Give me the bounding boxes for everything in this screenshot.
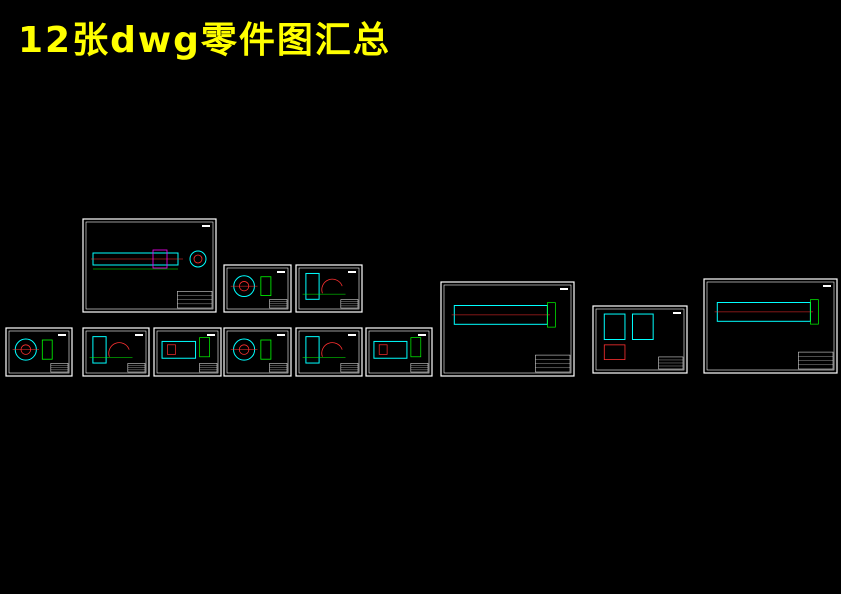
long-shaft-sketch <box>91 249 207 270</box>
title-block <box>410 363 429 373</box>
frame-sketch <box>373 337 422 359</box>
ring-gear-sketch <box>12 338 53 361</box>
title-block <box>269 363 288 373</box>
bracket-sketch <box>302 272 346 300</box>
drawing-sheet-5 <box>82 327 150 377</box>
wheel-sketch <box>230 338 272 361</box>
sheet-label-mark <box>58 334 66 336</box>
sheet-label-mark <box>560 288 568 290</box>
clamp-sketch <box>603 313 654 360</box>
rail-sketch <box>714 299 819 325</box>
title-block <box>177 291 213 309</box>
sheet-label-mark <box>277 334 285 336</box>
drawing-sheet-10 <box>440 281 575 377</box>
drawing-sheet-11 <box>592 305 688 374</box>
base-plate-sketch <box>451 302 556 328</box>
sheet-label-mark <box>823 285 831 287</box>
housing-sketch <box>161 337 210 359</box>
drawing-sheet-6 <box>153 327 222 377</box>
sheet-label-mark <box>277 271 285 273</box>
title-block <box>535 354 571 373</box>
title-block <box>798 351 834 370</box>
title-block <box>658 356 684 370</box>
sheet-label-mark <box>348 334 356 336</box>
title-block <box>50 363 69 373</box>
title-block <box>127 363 146 373</box>
lever-sketch <box>89 336 133 364</box>
gear-view-sketch <box>230 275 272 297</box>
title-block <box>340 299 359 309</box>
sheet-label-mark <box>207 334 215 336</box>
drawing-sheet-1 <box>82 218 217 313</box>
sheet-label-mark <box>418 334 426 336</box>
page-title: 12张dwg零件图汇总 <box>18 20 391 61</box>
drawing-sheet-12 <box>703 278 838 374</box>
drawing-sheet-2 <box>223 264 292 313</box>
title-block <box>199 363 218 373</box>
drawing-sheet-8 <box>295 327 363 377</box>
title-block <box>269 299 288 309</box>
sheet-label-mark <box>348 271 356 273</box>
drawing-sheet-3 <box>295 264 363 313</box>
drawing-sheet-4 <box>5 327 73 377</box>
flange-sketch <box>302 336 346 364</box>
sheet-label-mark <box>135 334 143 336</box>
title-block <box>340 363 359 373</box>
sheet-label-mark <box>673 312 681 314</box>
sheet-label-mark <box>202 225 210 227</box>
drawing-sheet-7 <box>223 327 292 377</box>
drawing-sheet-9 <box>365 327 433 377</box>
